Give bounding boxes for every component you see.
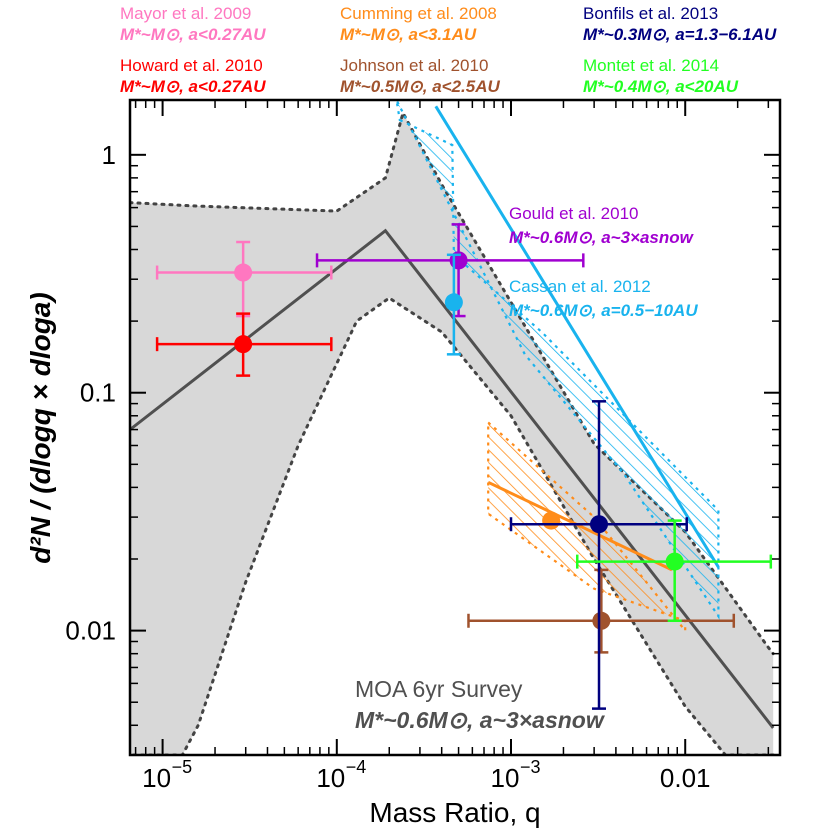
ref-name-cumming: Cumming et al. 2008 xyxy=(340,4,497,23)
ann-name-gould: Gould et al. 2010 xyxy=(509,204,638,223)
survey-name: MOA 6yr Survey xyxy=(355,676,523,702)
data-point-0 xyxy=(234,263,253,282)
ref-cond-howard: M*~M⊙, a<0.27AU xyxy=(120,77,266,96)
ann-cond-cassan: M*~0.6M⊙, a=0.5−10AU xyxy=(509,301,698,320)
x-tick-label-1: 10 xyxy=(316,763,345,793)
y-tick-label-2: 0.01 xyxy=(65,616,116,646)
x-tick-label-3: 0.01 xyxy=(660,763,711,793)
trend-line-2 xyxy=(487,480,673,572)
series-point-3 xyxy=(467,568,736,654)
series-point-7 xyxy=(444,253,463,356)
axes xyxy=(128,98,782,757)
ref-name-bonfils: Bonfils et al. 2013 xyxy=(583,4,718,23)
data-point-5 xyxy=(665,552,684,571)
ref-cond-cumming: M*~M⊙, a<3.1AU xyxy=(340,25,477,44)
series-point-2 xyxy=(542,511,561,530)
ref-cond-mayor: M*~M⊙, a<0.27AU xyxy=(120,25,266,44)
data-point-3 xyxy=(592,611,611,630)
series-point-0 xyxy=(155,240,333,318)
ref-cond-bonfils: M*~0.3M⊙, a=1.3−6.1AU xyxy=(583,25,777,44)
ref-name-johnson: Johnson et al. 2010 xyxy=(340,56,488,75)
y-axis-label: d²N / (dlogq × dloga) xyxy=(25,292,56,563)
ref-cond-johnson: M*~0.5M⊙, a<2.5AU xyxy=(340,77,500,96)
x-tick-exponent-0: −5 xyxy=(172,757,193,777)
ref-name-mayor: Mayor et al. 2009 xyxy=(120,4,251,23)
ref-cond-montet: M*~0.4M⊙, a<20AU xyxy=(583,77,739,96)
data-point-1 xyxy=(234,335,253,354)
series-point-4 xyxy=(509,400,688,710)
plot-frame xyxy=(128,98,782,757)
y-tick-label-1: 0.1 xyxy=(80,378,116,408)
ref-name-howard: Howard et al. 2010 xyxy=(120,56,263,75)
ann-cond-gould: M*~0.6M⊙, a~3×asnow xyxy=(509,228,695,247)
ann-name-cassan: Cassan et al. 2012 xyxy=(509,277,651,296)
plot-area xyxy=(130,100,775,755)
x-tick-exponent-2: −3 xyxy=(520,757,541,777)
series-point-5 xyxy=(575,519,773,623)
trend-line-7 xyxy=(434,105,720,568)
data-point-2 xyxy=(542,511,561,530)
ref-name-montet: Montet et al. 2014 xyxy=(583,56,719,75)
x-tick-label-0: 10 xyxy=(142,763,171,793)
inplot-annotations: Gould et al. 2010 M*~0.6M⊙, a~3×asnow Ca… xyxy=(355,204,698,733)
y-tick-label-0: 1 xyxy=(102,140,116,170)
reference-legend: Mayor et al. 2009 M*~M⊙, a<0.27AU Howard… xyxy=(120,4,777,96)
survey-condition: M*~0.6M⊙, a~3×asnow xyxy=(355,707,606,733)
x-tick-label-2: 10 xyxy=(491,763,520,793)
survey-band-lower-edge xyxy=(130,296,775,755)
data-point-7 xyxy=(444,293,463,312)
x-tick-exponent-1: −4 xyxy=(346,757,367,777)
data-point-4 xyxy=(590,515,609,534)
x-axis-label: Mass Ratio, q xyxy=(369,797,540,828)
hatch-region-7 xyxy=(395,100,720,620)
series-point-1 xyxy=(155,312,333,377)
